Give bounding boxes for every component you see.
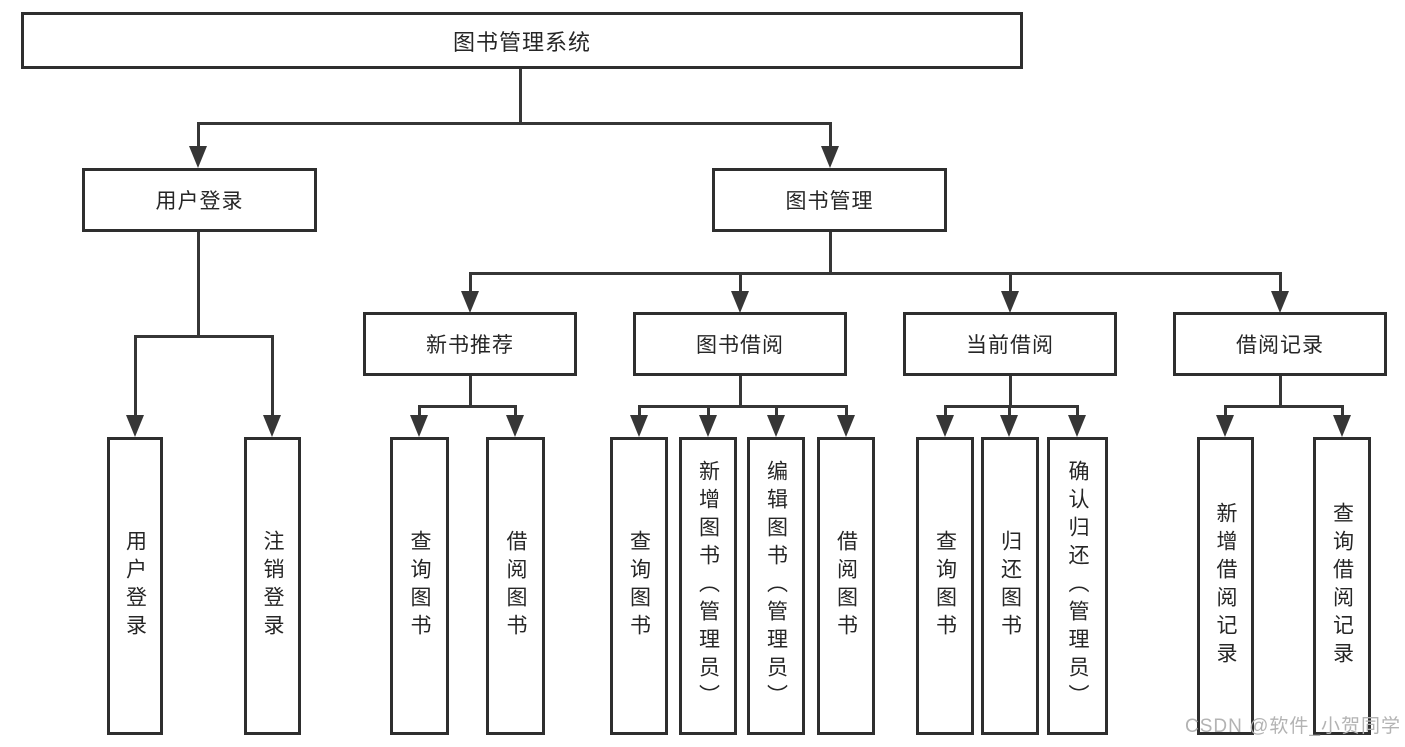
arrow-down-icon bbox=[1000, 415, 1018, 437]
connector-line-v bbox=[1008, 405, 1011, 417]
connector-line-v bbox=[418, 405, 421, 417]
leaf-borrow-add-books-admin: 新增图书（管理员） bbox=[679, 437, 737, 735]
connector-line-v bbox=[469, 376, 472, 407]
connector-line-v bbox=[944, 405, 947, 417]
connector-line-v bbox=[134, 335, 137, 417]
arrow-down-icon bbox=[461, 291, 479, 313]
connector-line-v bbox=[271, 335, 274, 417]
connector-line-h bbox=[469, 272, 1282, 275]
connector-line-v bbox=[1279, 272, 1282, 293]
leaf-borrow-borrow-books-label: 借阅图书 bbox=[834, 530, 858, 642]
connector-line-v bbox=[514, 405, 517, 417]
arrow-down-icon bbox=[1333, 415, 1351, 437]
connector-line-v bbox=[1279, 376, 1282, 407]
connector-line-v bbox=[829, 232, 832, 274]
connector-line-h bbox=[418, 405, 517, 408]
leaf-borrow-add-books-admin-label: 新增图书（管理员） bbox=[696, 460, 720, 712]
leaf-current-query-books-label: 查询图书 bbox=[933, 530, 957, 642]
connector-line-v bbox=[845, 405, 848, 417]
connector-line-v bbox=[775, 405, 778, 417]
leaf-records-add-record-label: 新增借阅记录 bbox=[1214, 502, 1237, 670]
node-borrowing-records: 借阅记录 bbox=[1173, 312, 1387, 376]
leaf-current-return-books: 归还图书 bbox=[981, 437, 1039, 735]
connector-line-v bbox=[197, 122, 200, 148]
connector-line-v bbox=[638, 405, 641, 417]
leaf-logout-label: 注销登录 bbox=[261, 530, 284, 642]
node-user-login: 用户登录 bbox=[82, 168, 317, 232]
connector-line-v bbox=[829, 122, 832, 148]
connector-line-v bbox=[197, 232, 200, 338]
leaf-newbook-borrow-books: 借阅图书 bbox=[486, 437, 545, 735]
arrow-down-icon bbox=[821, 146, 839, 168]
connector-line-h bbox=[134, 335, 274, 338]
arrow-down-icon bbox=[189, 146, 207, 168]
connector-line-v bbox=[1224, 405, 1227, 417]
leaf-newbook-borrow-books-label: 借阅图书 bbox=[504, 530, 527, 642]
arrow-down-icon bbox=[506, 415, 524, 437]
arrow-down-icon bbox=[936, 415, 954, 437]
node-library-system: 图书管理系统 bbox=[21, 12, 1023, 69]
leaf-current-confirm-return-admin: 确认归还（管理员） bbox=[1047, 437, 1108, 735]
node-book-management-label: 图书管理 bbox=[785, 190, 874, 213]
connector-line-v bbox=[1076, 405, 1079, 417]
connector-line-h bbox=[1224, 405, 1344, 408]
arrow-down-icon bbox=[837, 415, 855, 437]
connector-line-v bbox=[739, 272, 742, 293]
connector-line-v bbox=[1009, 376, 1012, 407]
connector-line-v bbox=[707, 405, 710, 417]
node-current-borrowing: 当前借阅 bbox=[903, 312, 1117, 376]
node-user-login-label: 用户登录 bbox=[155, 190, 244, 213]
leaf-current-confirm-return-admin-label: 确认归还（管理员） bbox=[1066, 460, 1089, 712]
node-book-borrowing: 图书借阅 bbox=[633, 312, 847, 376]
leaf-borrow-query-books-label: 查询图书 bbox=[627, 530, 651, 642]
connector-line-v bbox=[1009, 272, 1012, 293]
arrow-down-icon bbox=[410, 415, 428, 437]
leaf-records-query-record-label: 查询借阅记录 bbox=[1330, 502, 1354, 670]
node-book-management: 图书管理 bbox=[712, 168, 947, 232]
leaf-newbook-query-books-label: 查询图书 bbox=[408, 530, 431, 642]
watermark-text: CSDN @软件_小贺同学 bbox=[1185, 716, 1401, 737]
arrow-down-icon bbox=[699, 415, 717, 437]
leaf-user-login: 用户登录 bbox=[107, 437, 163, 735]
connector-line-h bbox=[638, 405, 848, 408]
arrow-down-icon bbox=[630, 415, 648, 437]
node-book-borrowing-label: 图书借阅 bbox=[696, 334, 784, 357]
connector-line-h bbox=[197, 122, 832, 125]
leaf-borrow-borrow-books: 借阅图书 bbox=[817, 437, 875, 735]
leaf-newbook-query-books: 查询图书 bbox=[390, 437, 449, 735]
node-library-system-label: 图书管理系统 bbox=[452, 29, 591, 55]
leaf-user-login-label: 用户登录 bbox=[123, 530, 147, 642]
arrow-down-icon bbox=[1271, 291, 1289, 313]
arrow-down-icon bbox=[731, 291, 749, 313]
node-new-book-recommend-label: 新书推荐 bbox=[426, 334, 514, 357]
node-borrowing-records-label: 借阅记录 bbox=[1236, 334, 1324, 357]
leaf-borrow-edit-books-admin: 编辑图书（管理员） bbox=[747, 437, 805, 735]
arrow-down-icon bbox=[1001, 291, 1019, 313]
connector-line-v bbox=[1341, 405, 1344, 417]
connector-line-v bbox=[739, 376, 742, 407]
leaf-records-query-record: 查询借阅记录 bbox=[1313, 437, 1371, 735]
leaf-records-add-record: 新增借阅记录 bbox=[1197, 437, 1254, 735]
leaf-current-return-books-label: 归还图书 bbox=[998, 530, 1022, 642]
leaf-borrow-query-books: 查询图书 bbox=[610, 437, 668, 735]
connector-line-v bbox=[519, 69, 522, 122]
connector-line-v bbox=[469, 272, 472, 293]
arrow-down-icon bbox=[263, 415, 281, 437]
node-new-book-recommend: 新书推荐 bbox=[363, 312, 577, 376]
leaf-logout: 注销登录 bbox=[244, 437, 301, 735]
arrow-down-icon bbox=[1068, 415, 1086, 437]
arrow-down-icon bbox=[1216, 415, 1234, 437]
leaf-borrow-edit-books-admin-label: 编辑图书（管理员） bbox=[764, 460, 788, 712]
arrow-down-icon bbox=[767, 415, 785, 437]
connector-line-h bbox=[944, 405, 1079, 408]
arrow-down-icon bbox=[126, 415, 144, 437]
node-current-borrowing-label: 当前借阅 bbox=[966, 334, 1054, 357]
leaf-current-query-books: 查询图书 bbox=[916, 437, 974, 735]
